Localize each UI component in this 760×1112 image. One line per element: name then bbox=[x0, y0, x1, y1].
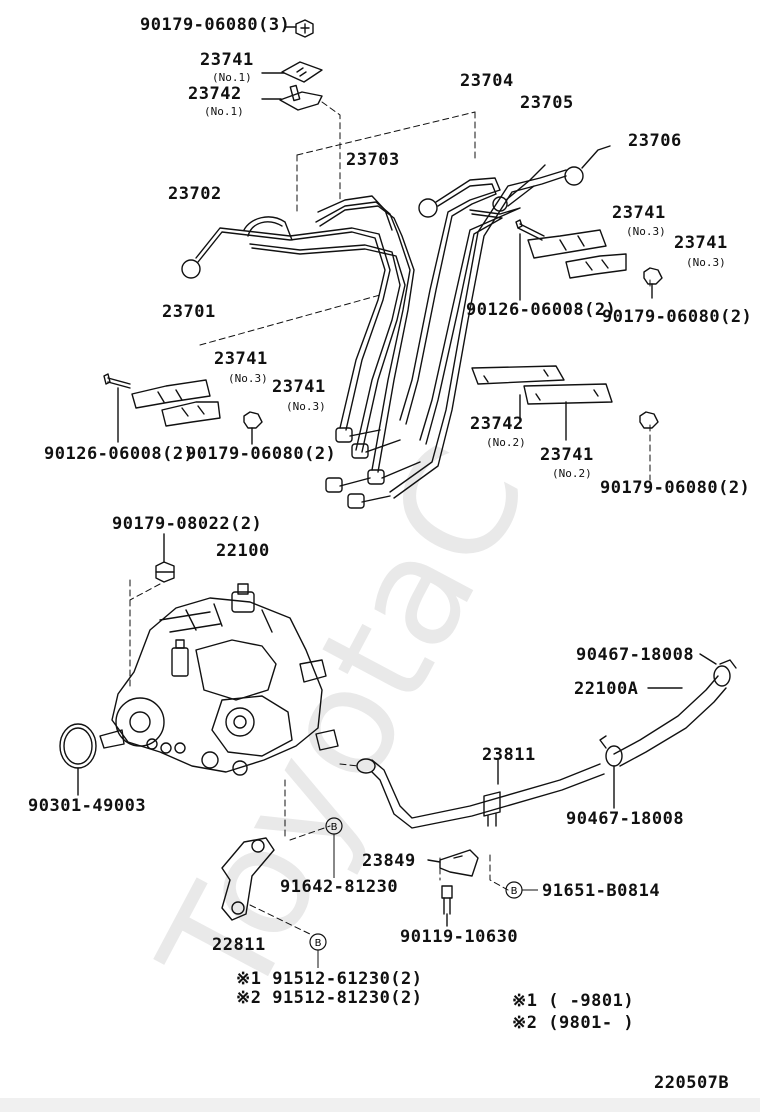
label-hose-22100a: 22100A bbox=[574, 679, 639, 699]
clamp-no1-lower-icon[interactable] bbox=[279, 84, 323, 111]
label-bolt-91651: 91651-B0814 bbox=[542, 881, 661, 901]
nut-left-icon[interactable] bbox=[243, 411, 263, 429]
label-pipe-23702: 23702 bbox=[168, 184, 222, 204]
label-nut-top: 90179-06080(3) bbox=[140, 15, 291, 35]
label-pipe-23706: 23706 bbox=[628, 131, 682, 151]
injection-pipe-23704-icon[interactable] bbox=[399, 177, 501, 425]
svg-text:B: B bbox=[315, 938, 322, 949]
injection-pipe-23703-icon[interactable] bbox=[315, 195, 415, 473]
clamp-no3-left-b-icon[interactable] bbox=[161, 401, 221, 427]
hose-clip-upper-icon[interactable] bbox=[713, 659, 737, 687]
clamp-no1-icon[interactable] bbox=[281, 61, 323, 83]
label-clamp-b: 23742 bbox=[188, 84, 242, 104]
bolt-right-icon[interactable] bbox=[515, 219, 545, 241]
note-clamp-l2: (No.3) bbox=[286, 400, 326, 413]
label-o-ring: 90301-49003 bbox=[28, 796, 147, 816]
fuel-pipe-23811-icon[interactable] bbox=[356, 758, 605, 829]
note-clamp-m2: (No.2) bbox=[552, 467, 592, 480]
note-clamp-l1: (No.3) bbox=[228, 372, 268, 385]
bracket-22811-icon[interactable] bbox=[221, 837, 275, 921]
o-ring-icon[interactable] bbox=[59, 723, 97, 769]
note-clamp-m1: (No.2) bbox=[486, 436, 526, 449]
legend-note-2: ※2 (9801- ) bbox=[512, 1013, 635, 1033]
bolt-90119-icon[interactable] bbox=[441, 885, 453, 915]
injection-pump-icon[interactable] bbox=[99, 583, 339, 776]
label-pipe-23811: 23811 bbox=[482, 745, 536, 765]
label-nut-pump: 90179-08022(2) bbox=[112, 514, 263, 534]
label-clamp-m2: 23741 bbox=[540, 445, 594, 465]
label-bracket-23849: 23849 bbox=[362, 851, 416, 871]
note-clamp-b: (No.1) bbox=[204, 105, 244, 118]
label-pipe-23705: 23705 bbox=[520, 93, 574, 113]
svg-text:B: B bbox=[331, 822, 338, 833]
label-nut-right: 90179-06080(2) bbox=[602, 307, 753, 327]
svg-text:B: B bbox=[511, 886, 518, 897]
nut-right-icon[interactable] bbox=[643, 267, 663, 285]
label-clamp-a: 23741 bbox=[200, 50, 254, 70]
label-pipe-23704: 23704 bbox=[460, 71, 514, 91]
label-clamp-m1: 23742 bbox=[470, 414, 524, 434]
clamp-no2-b-icon[interactable] bbox=[523, 383, 613, 405]
diagram-id: 220507B bbox=[654, 1073, 730, 1093]
label-bolt-note-1: ※1 91512-61230(2) bbox=[236, 969, 423, 989]
pipe-end-nuts-icon[interactable] bbox=[325, 427, 421, 509]
label-hose-clip-upper: 90467-18008 bbox=[576, 645, 695, 665]
label-bolt-note-2: ※2 91512-81230(2) bbox=[236, 988, 423, 1008]
label-nut-middle: 90179-06080(2) bbox=[600, 478, 751, 498]
label-bolt-right: 90126-06008(2) bbox=[466, 300, 617, 320]
label-bracket-22811: 22811 bbox=[212, 935, 266, 955]
label-nut-left: 90179-06080(2) bbox=[186, 444, 337, 464]
legend-note-1: ※1 ( -9801) bbox=[512, 991, 635, 1011]
label-pipe-23701: 23701 bbox=[162, 302, 216, 322]
bolt-left-icon[interactable] bbox=[103, 373, 131, 389]
note-clamp-r1: (No.3) bbox=[626, 225, 666, 238]
clamp-no3-left-a-icon[interactable] bbox=[131, 379, 211, 409]
label-bolt-91642: 91642-81230 bbox=[280, 877, 399, 897]
note-clamp-r2: (No.3) bbox=[686, 256, 726, 269]
label-clamp-l2: 23741 bbox=[272, 377, 326, 397]
hose-22100a-icon[interactable] bbox=[613, 675, 727, 767]
clamp-no3-right-a-icon[interactable] bbox=[527, 229, 607, 259]
label-bolt-90119: 90119-10630 bbox=[400, 927, 519, 947]
nut-top-icon[interactable] bbox=[295, 19, 314, 38]
label-pipe-23703: 23703 bbox=[346, 150, 400, 170]
clamp-no3-right-b-icon[interactable] bbox=[565, 253, 627, 279]
bottom-strip bbox=[0, 1098, 760, 1112]
injection-pipe-23702-icon[interactable] bbox=[243, 216, 406, 453]
clamp-no2-a-icon[interactable] bbox=[471, 365, 565, 385]
injection-pipe-23706-icon[interactable] bbox=[389, 145, 611, 499]
note-clamp-a: (No.1) bbox=[212, 71, 252, 84]
label-clamp-r1: 23741 bbox=[612, 203, 666, 223]
label-pump-22100: 22100 bbox=[216, 541, 270, 561]
label-clamp-l1: 23741 bbox=[214, 349, 268, 369]
label-clamp-r2: 23741 bbox=[674, 233, 728, 253]
nut-pump-icon[interactable] bbox=[155, 561, 175, 583]
nut-middle-icon[interactable] bbox=[639, 411, 659, 429]
bracket-23849-icon[interactable] bbox=[439, 849, 479, 877]
label-hose-clip-lower: 90467-18008 bbox=[566, 809, 685, 829]
label-bolt-left: 90126-06008(2) bbox=[44, 444, 195, 464]
injection-pipe-23701-icon[interactable] bbox=[181, 227, 391, 431]
